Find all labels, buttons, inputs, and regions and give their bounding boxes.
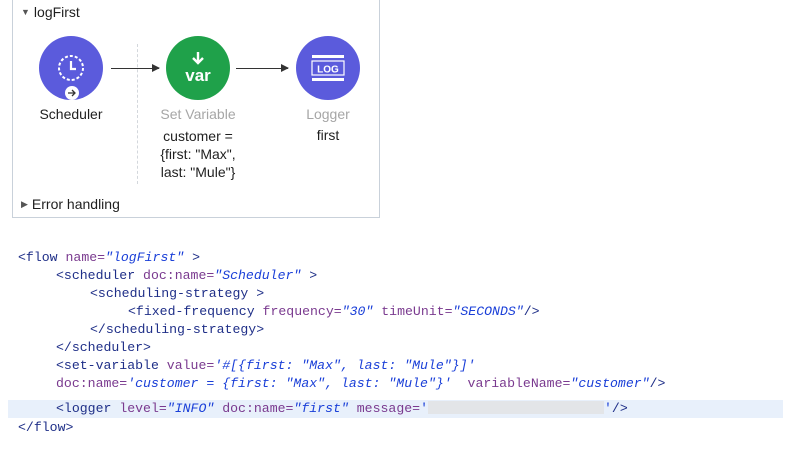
set-variable-detail-line: customer =	[163, 128, 233, 144]
error-handling-row[interactable]: ▶Error handling	[21, 196, 120, 212]
error-handling-label: Error handling	[31, 196, 120, 212]
set-variable-detail-line: last: "Mule"}	[160, 164, 236, 180]
source-divider	[137, 44, 138, 184]
logger-detail: first	[316, 127, 340, 143]
code-line: </scheduler>	[56, 340, 151, 355]
flow-title: logFirst	[33, 4, 80, 20]
flow-canvas: ▼logFirst Scheduler var Set Variable cus…	[12, 0, 380, 218]
code-line: </scheduling-strategy>	[90, 322, 265, 337]
code-line: <flow name="logFirst" >	[18, 250, 201, 265]
collapse-triangle-icon[interactable]: ▼	[21, 7, 30, 17]
code-line: <scheduling-strategy >	[90, 286, 265, 301]
set-variable-detail: customer = {first: "Max", last: "Mule"}	[143, 127, 253, 181]
logger-node[interactable]: LOG	[296, 36, 360, 100]
scheduler-node[interactable]	[39, 36, 103, 100]
code-line: doc:name='customer = {first: "Max", last…	[56, 376, 666, 391]
code-line: <scheduler doc:name="Scheduler" >	[56, 268, 318, 283]
code-line: <fixed-frequency frequency="30" timeUnit…	[128, 304, 540, 319]
expand-triangle-icon[interactable]: ▶	[21, 199, 28, 209]
redacted-value	[428, 401, 604, 414]
scheduler-label: Scheduler	[39, 106, 103, 122]
source-badge	[65, 86, 79, 100]
flow-arrow	[236, 64, 289, 72]
set-variable-label: Set Variable	[160, 106, 236, 122]
logger-label: Logger	[306, 106, 350, 122]
flow-header[interactable]: ▼logFirst	[21, 4, 80, 20]
xml-editor[interactable]: <flow name="logFirst" > <scheduler doc:n…	[8, 240, 783, 440]
log-icon: LOG	[311, 55, 345, 81]
svg-text:LOG: LOG	[317, 65, 339, 76]
code-line: </flow>	[18, 420, 74, 435]
clock-icon	[58, 55, 84, 81]
flow-arrow	[111, 64, 160, 72]
var-icon: var	[185, 52, 211, 85]
svg-text:var: var	[185, 66, 211, 85]
arrow-right-icon	[68, 89, 76, 97]
code-line: <logger level="INFO" doc:name="first" me…	[56, 401, 628, 416]
set-variable-detail-line: {first: "Max",	[160, 146, 236, 162]
code-line: <set-variable value='#[{first: "Max", la…	[56, 358, 476, 373]
set-variable-node[interactable]: var	[166, 36, 230, 100]
